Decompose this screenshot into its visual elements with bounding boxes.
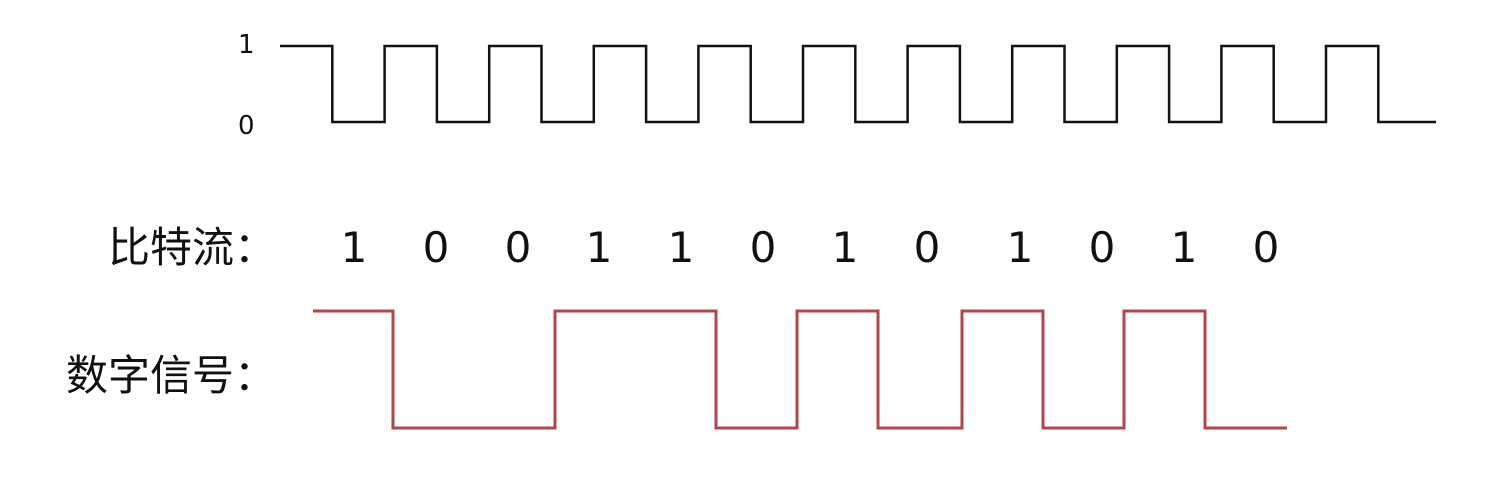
bit-label: 0	[505, 223, 532, 272]
digital-signal-waveform	[313, 309, 1287, 430]
bit-label: 1	[1171, 223, 1198, 272]
bit-label: 0	[1253, 223, 1280, 272]
bit-label: 1	[668, 223, 695, 272]
bit-label: 1	[832, 223, 859, 272]
bitstream-label: 比特流：	[108, 223, 276, 272]
bit-label: 0	[423, 223, 450, 272]
bit-labels: 1 0 0 1 1 0 1 0 1 0 1 0	[341, 223, 1280, 272]
bit-label: 1	[1007, 223, 1034, 272]
bit-label: 1	[586, 223, 613, 272]
bit-label: 0	[914, 223, 941, 272]
bit-label: 0	[750, 223, 777, 272]
digital-signal-label: 数字信号：	[66, 351, 276, 400]
clock-level-1-label: 1	[238, 30, 255, 60]
bit-label: 1	[341, 223, 368, 272]
clock-waveform	[280, 44, 1436, 124]
clock-level-0-label: 0	[238, 111, 255, 141]
bit-label: 0	[1089, 223, 1116, 272]
